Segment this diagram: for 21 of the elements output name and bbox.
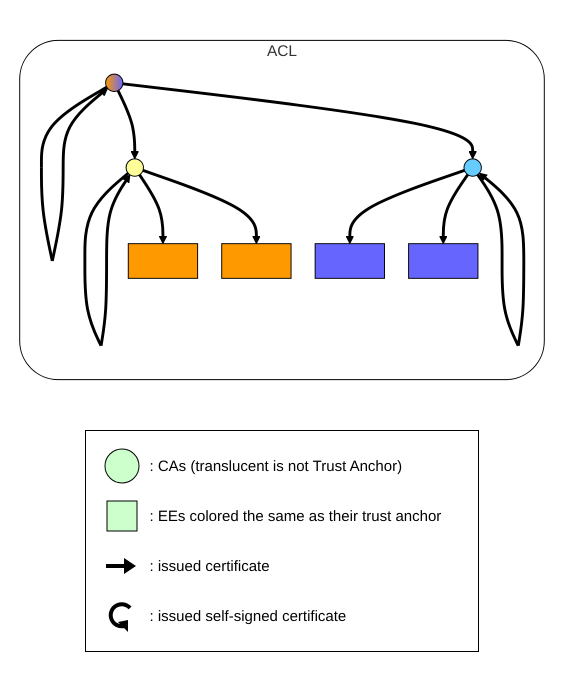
arrow — [438, 174, 468, 244]
node-circle — [125, 158, 144, 177]
legend-text: : CAs (translucent is not Trust Anchor) — [150, 458, 402, 474]
node-box — [408, 243, 478, 279]
cluster: ACL — [18, 40, 544, 380]
node-circle — [463, 158, 482, 177]
arrow — [142, 169, 260, 244]
node-box — [127, 243, 198, 279]
arrow — [345, 169, 464, 244]
legend-text: : EEs colored the same as their trust anchor — [150, 508, 442, 524]
arrow — [138, 174, 167, 244]
arrow — [122, 82, 476, 160]
legend-text: : issued self-signed certificate — [150, 608, 346, 624]
arrow — [476, 172, 525, 346]
node-box — [220, 243, 292, 279]
node-box — [314, 243, 384, 279]
arrow — [116, 90, 138, 160]
arrow — [39, 86, 108, 262]
arrow — [82, 172, 130, 346]
legend-text: : issued certificate — [150, 558, 270, 574]
node-circle — [104, 74, 123, 92]
